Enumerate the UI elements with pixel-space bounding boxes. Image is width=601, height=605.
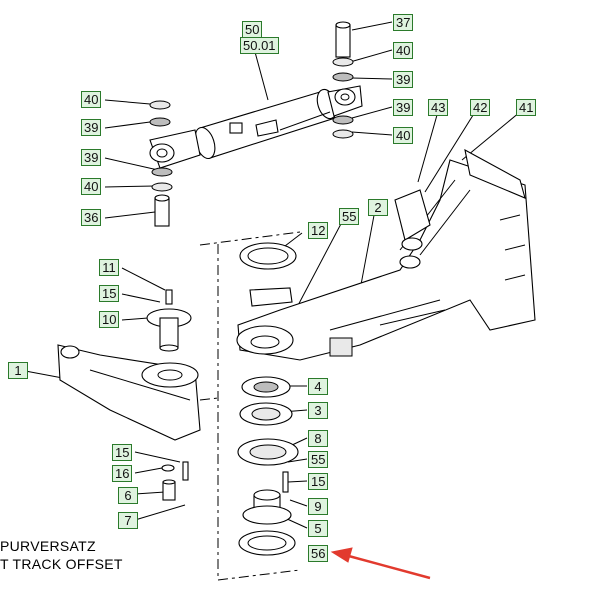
callout-55: 55 — [308, 451, 329, 468]
assembly-center-lines — [199, 231, 301, 581]
red-arrow — [330, 547, 431, 580]
pin-and-washers-top — [332, 21, 354, 139]
pin-and-washers-left — [149, 100, 173, 227]
callout-43: 43 — [428, 99, 449, 116]
hydraulic-cylinder — [149, 85, 363, 169]
callout-40: 40 — [393, 42, 414, 59]
callout-40: 40 — [81, 178, 102, 195]
callout-37: 37 — [393, 14, 414, 31]
seal-ring-12 — [239, 242, 297, 270]
callout-42: 42 — [470, 99, 491, 116]
callout-39: 39 — [393, 71, 414, 88]
callout-8: 8 — [308, 430, 328, 447]
callout-39: 39 — [393, 99, 414, 116]
leader-lines — [19, 21, 521, 529]
callout-5: 5 — [308, 520, 328, 537]
callout-7: 7 — [118, 512, 138, 529]
callout-41: 41 — [516, 99, 537, 116]
callout-56: 56 — [308, 545, 329, 562]
callout-36: 36 — [81, 209, 102, 226]
callout-15: 15 — [99, 285, 120, 302]
swing-arm — [236, 148, 536, 361]
callout-6: 6 — [118, 487, 138, 504]
bearing-stack — [182, 376, 299, 556]
callout-11: 11 — [99, 259, 119, 276]
bracket-plate — [57, 344, 201, 441]
callout-15: 15 — [112, 444, 133, 461]
callout-40: 40 — [81, 91, 102, 108]
callout-1: 1 — [8, 362, 28, 379]
caption-line-english: T TRACK OFFSET — [0, 556, 123, 572]
caption-line-german: PURVERSATZ — [0, 538, 96, 554]
callout-12: 12 — [308, 222, 329, 239]
callout-10: 10 — [99, 311, 120, 328]
callout-40: 40 — [393, 127, 414, 144]
callout-16: 16 — [112, 465, 133, 482]
callout-4: 4 — [308, 378, 328, 395]
callout-15: 15 — [308, 473, 329, 490]
flange-hub — [146, 289, 192, 352]
callout-39: 39 — [81, 119, 102, 136]
callout-55: 55 — [339, 208, 360, 225]
callout-2: 2 — [368, 199, 388, 216]
small-fasteners — [161, 464, 176, 501]
callout-39: 39 — [81, 149, 102, 166]
callout-9: 9 — [308, 498, 328, 515]
callout-3: 3 — [308, 402, 328, 419]
callout-50: 50 — [242, 21, 263, 38]
callout-50-01: 50.01 — [240, 37, 279, 54]
